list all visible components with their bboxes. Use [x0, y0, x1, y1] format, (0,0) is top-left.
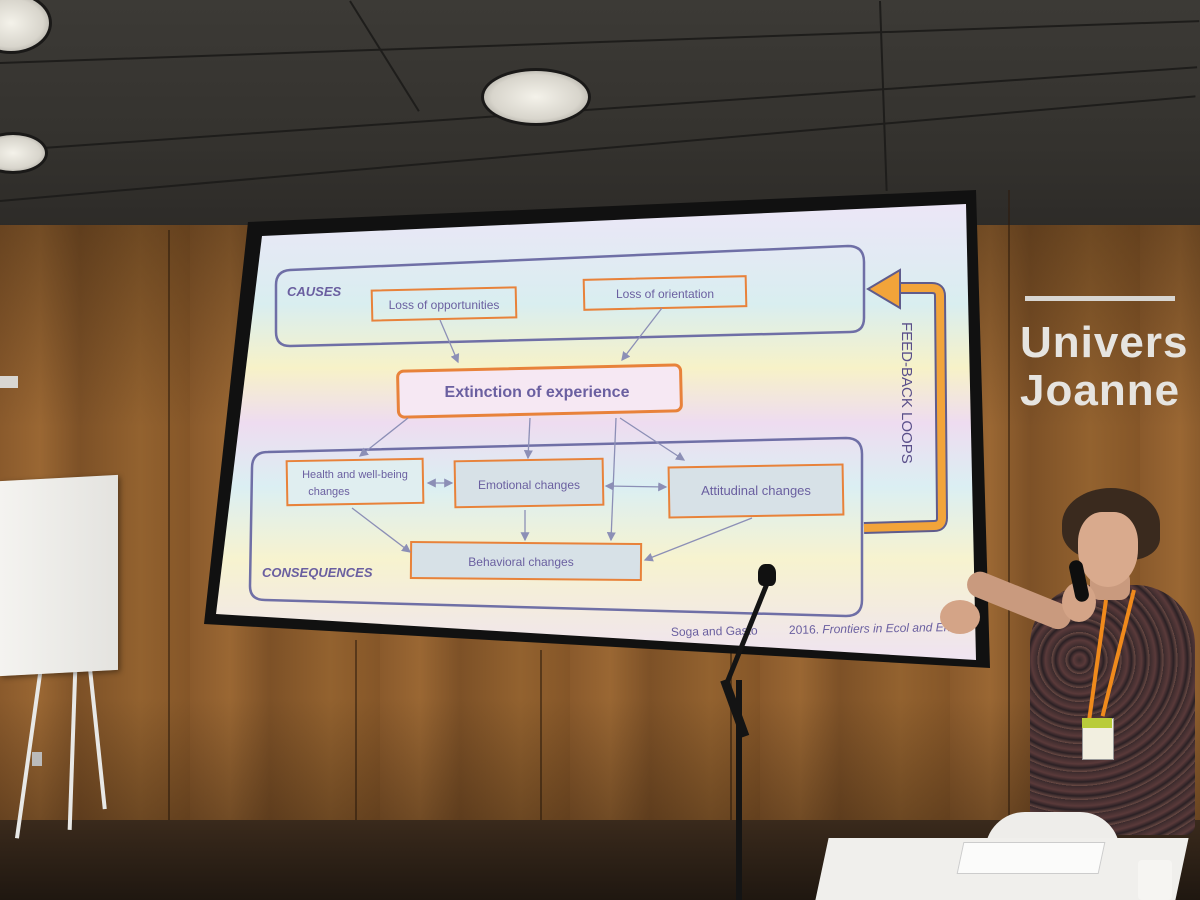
- arrow: [606, 417, 617, 542]
- health-text-line-2: changes: [308, 486, 350, 498]
- citation: Soga and Gasto 2016. Frontiers in Ecol a…: [671, 620, 958, 639]
- wall-plate: [0, 376, 18, 388]
- citation-authors: Soga and Gasto: [671, 623, 758, 639]
- arrow: [358, 417, 409, 457]
- attitudinal-box: [667, 463, 845, 519]
- feedback-arrow-fill: [863, 284, 947, 532]
- flipchart-board: [0, 474, 118, 677]
- cause-2-text: Loss of orientation: [616, 287, 714, 301]
- behavioral-text: Behavioral changes: [468, 555, 573, 569]
- papers-on-table: [956, 842, 1106, 874]
- ceiling: [0, 0, 1200, 240]
- cause-box-opportunities: [370, 286, 518, 322]
- behavioral-box: [409, 540, 643, 582]
- feedback-label: FEED-BACK LOOPS: [898, 322, 915, 464]
- central-text: Extinction of experience: [445, 384, 630, 401]
- cause-1-text: Loss of opportunities: [389, 298, 500, 312]
- emotional-box: [453, 457, 605, 509]
- arrow: [351, 507, 412, 553]
- arrow: [439, 319, 460, 364]
- health-box: [285, 457, 425, 507]
- consequences-label: CONSEQUENCES: [262, 565, 373, 580]
- presenter-hand: [940, 600, 980, 634]
- ceiling-light: [481, 68, 591, 126]
- wall-outlet: [32, 752, 42, 766]
- citation-journal: Frontiers in Ecol and Env: [822, 620, 957, 636]
- sign-bar: [1025, 296, 1175, 301]
- consequences-box: [248, 436, 864, 618]
- cause-box-orientation: [582, 275, 748, 311]
- health-text-line-1: Health and well-being: [302, 469, 408, 481]
- causes-box: [274, 244, 866, 348]
- presenter-face: [1078, 512, 1138, 587]
- mic-stand-head: [758, 564, 776, 586]
- double-arrow: [604, 481, 668, 492]
- citation-year: 2016.: [786, 622, 823, 637]
- university-sign-line-1: Univers: [1020, 318, 1189, 367]
- university-sign-line-2: Joanne: [1020, 366, 1181, 415]
- arrow: [643, 517, 753, 562]
- name-badge-header: [1082, 718, 1112, 728]
- central-box: [396, 363, 683, 419]
- arrow: [523, 417, 533, 460]
- mic-stand-pole: [736, 680, 742, 900]
- attitudinal-text: Attitudinal changes: [701, 483, 811, 498]
- causes-label: CAUSES: [287, 284, 342, 299]
- cup: [1138, 860, 1172, 900]
- emotional-text: Emotional changes: [478, 478, 580, 492]
- arrow: [619, 417, 686, 461]
- feedback-arrowhead: [866, 268, 901, 310]
- arrow: [621, 307, 663, 362]
